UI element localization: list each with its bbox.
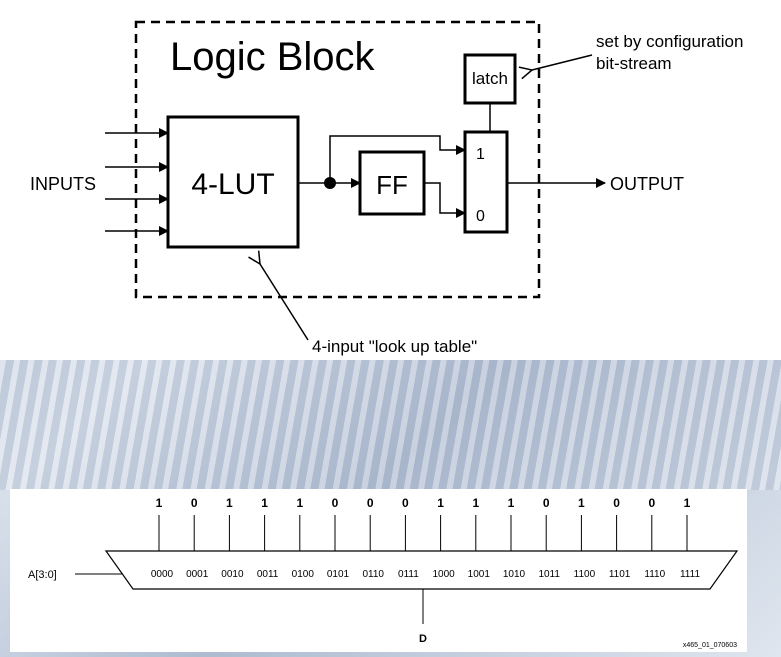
mux-box xyxy=(463,130,509,234)
bit-value-1000: 1 xyxy=(437,496,444,510)
address-label-1001: 1001 xyxy=(468,569,491,580)
logic-block-panel: Logic Block INPUTS 4-LUT FF 1 0 latch xyxy=(30,20,744,356)
bit-value-1011: 0 xyxy=(543,496,550,510)
mux-input-0-label: 0 xyxy=(476,208,485,225)
config-note-line1: set by configuration xyxy=(596,32,743,51)
bit-value-1110: 0 xyxy=(648,496,655,510)
config-note-arrow xyxy=(532,54,593,70)
bit-value-1001: 1 xyxy=(472,496,479,510)
config-note-line2: bit-stream xyxy=(596,54,672,73)
lut-mux-diagram: A[3:0] D x465_01_070603 1000000001100101… xyxy=(28,496,739,649)
address-label-0010: 0010 xyxy=(221,569,244,580)
address-label-1111: 1111 xyxy=(680,569,700,580)
address-label-1101: 1101 xyxy=(609,569,631,580)
bit-value-1010: 1 xyxy=(508,496,515,510)
bit-value-0100: 1 xyxy=(296,496,303,510)
bit-value-0001: 0 xyxy=(191,496,198,510)
logic-block-diagram: Logic Block INPUTS 4-LUT FF 1 0 latch xyxy=(30,20,743,356)
background-stripes xyxy=(0,360,781,490)
ff-label: FF xyxy=(376,170,408,200)
address-label-0100: 0100 xyxy=(292,569,315,580)
lut-label: 4-LUT xyxy=(191,168,274,201)
input-lines xyxy=(105,128,169,236)
bit-value-0000: 1 xyxy=(156,496,163,510)
address-label-0001: 0001 xyxy=(186,569,209,580)
address-label-0011: 0011 xyxy=(257,569,279,580)
address-label-1100: 1100 xyxy=(574,569,596,580)
lut-note: 4-input "look up table" xyxy=(312,337,477,356)
ff-box xyxy=(358,150,426,216)
address-label-1110: 1110 xyxy=(644,569,665,580)
bit-value-1100: 1 xyxy=(578,496,585,510)
address-label-0111: 0111 xyxy=(398,569,419,580)
output-label: OUTPUT xyxy=(610,174,684,194)
address-label-1000: 1000 xyxy=(432,569,455,580)
bit-value-0011: 1 xyxy=(261,496,268,510)
address-label-1010: 1010 xyxy=(503,569,526,580)
bit-value-1111: 1 xyxy=(684,496,691,510)
bit-value-1101: 0 xyxy=(613,496,620,510)
address-label-0101: 0101 xyxy=(327,569,350,580)
mux-trapezoid xyxy=(104,550,739,590)
mux-output-label: D xyxy=(419,633,427,645)
address-label-0110: 0110 xyxy=(362,569,384,580)
address-label-0000: 0000 xyxy=(151,569,174,580)
lut-box xyxy=(166,115,300,249)
logic-block-boundary xyxy=(134,20,541,299)
select-label: A[3:0] xyxy=(28,569,57,581)
bit-value-0010: 1 xyxy=(226,496,233,510)
address-label-1011: 1011 xyxy=(538,569,560,580)
bit-value-0111: 0 xyxy=(402,496,409,510)
latch-label: latch xyxy=(472,69,508,88)
inputs-label: INPUTS xyxy=(30,174,96,194)
mux-inputs: 1000000001100101001110100001010011000111… xyxy=(151,496,701,580)
figure-id: x465_01_070603 xyxy=(683,642,737,649)
bit-value-0101: 0 xyxy=(332,496,339,510)
bit-value-0110: 0 xyxy=(367,496,374,510)
logic-block-title: Logic Block xyxy=(170,35,376,79)
mux-input-1-label: 1 xyxy=(476,146,485,163)
lut-note-arrow xyxy=(260,264,309,341)
